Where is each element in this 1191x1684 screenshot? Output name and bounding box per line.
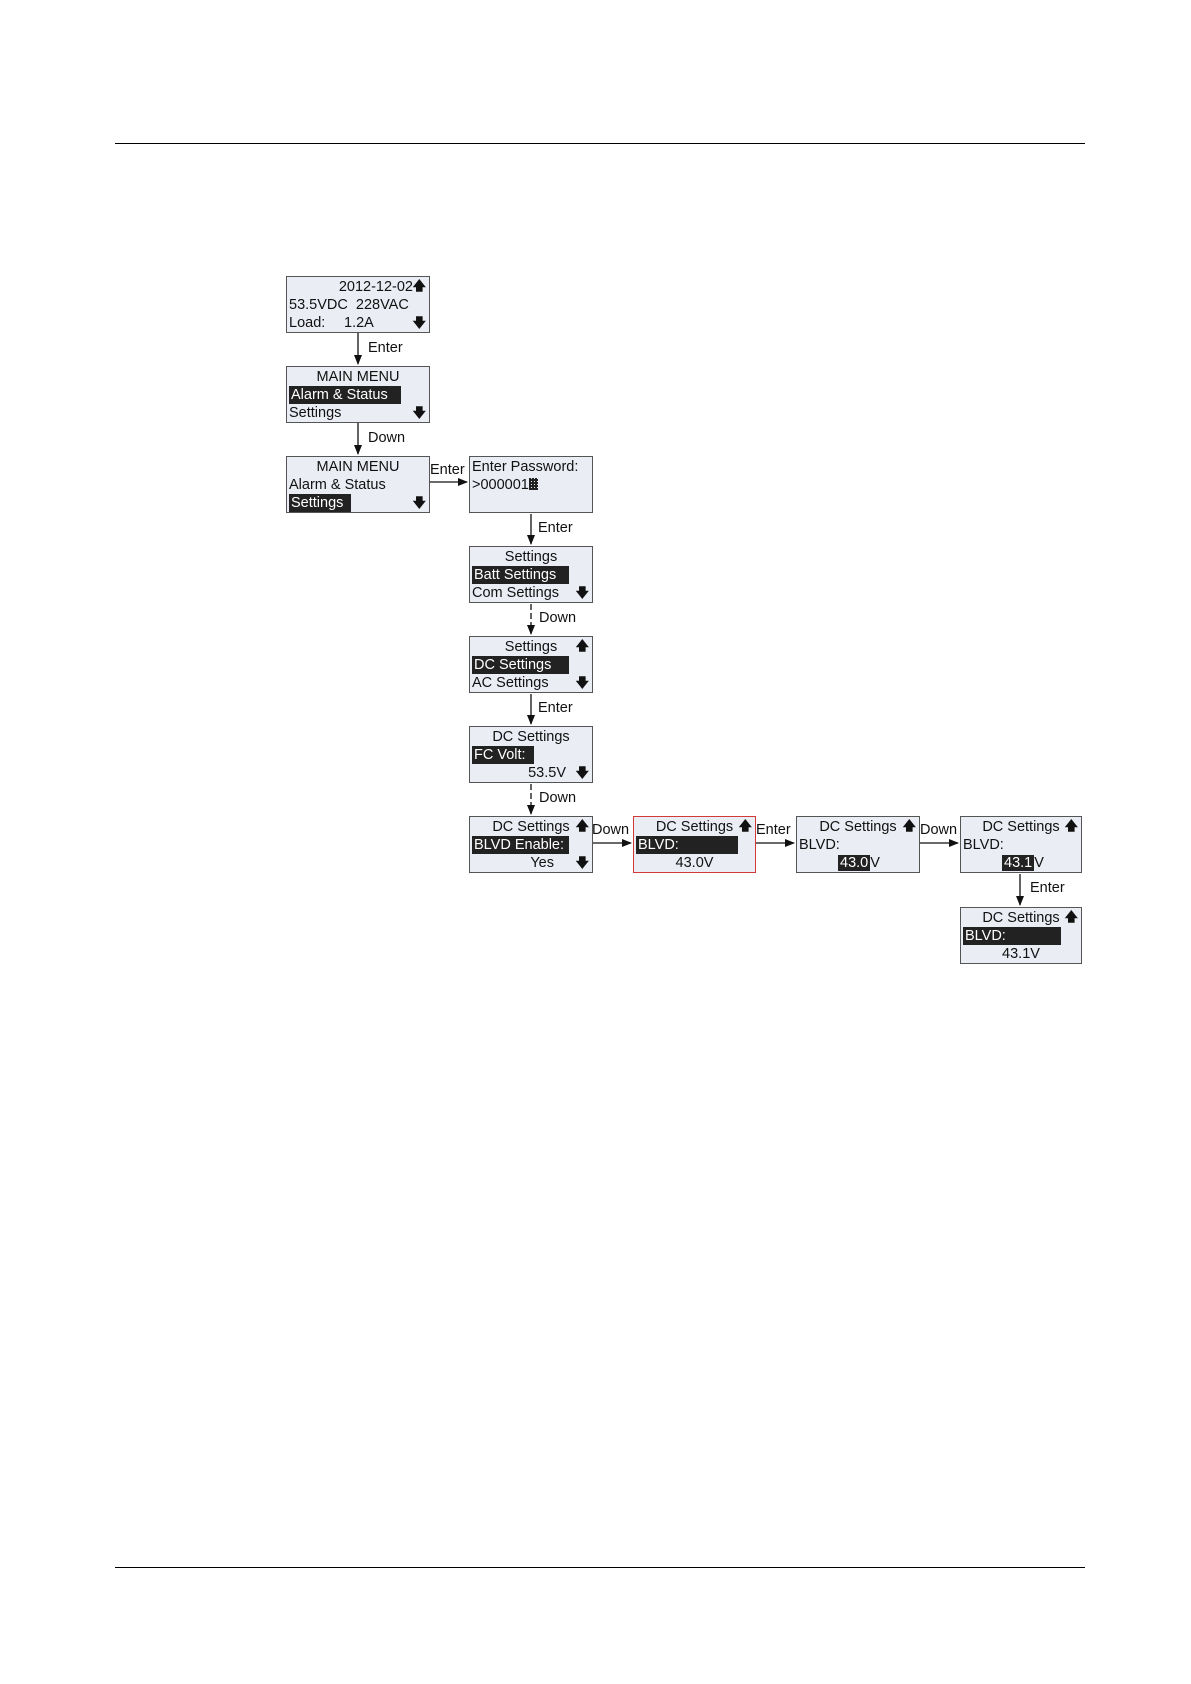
- param-fc-volt-value: 53.5V: [528, 765, 566, 781]
- up-arrow-icon: 🡅: [738, 818, 752, 833]
- menu-item-settings[interactable]: Settings: [289, 405, 342, 421]
- transition-label: Enter: [368, 340, 403, 356]
- transition-label: Enter: [756, 822, 791, 838]
- down-arrow-icon: 🡇: [575, 585, 589, 600]
- down-arrow-icon: 🡇: [575, 765, 589, 780]
- settings-title: Settings: [504, 549, 558, 565]
- menu-item-ac-settings[interactable]: AC Settings: [472, 675, 549, 691]
- home-date: 2012-12-02: [338, 279, 413, 295]
- menu-item-dc-settings[interactable]: DC Settings: [472, 656, 569, 674]
- home-load-label: Load:: [289, 315, 326, 331]
- menu-item-row: DC Settings: [472, 656, 569, 674]
- block-cursor-icon: [528, 478, 538, 490]
- header-rule: [115, 143, 1085, 144]
- dc-title: DC Settings: [982, 819, 1060, 835]
- lcd-home-screen: 2012-12-02 🡅 53.5VDC 228VAC Load: 1.2A 🡇: [286, 276, 430, 333]
- param-blvd-enable-value: Yes: [530, 855, 554, 871]
- dc-title: DC Settings: [819, 819, 897, 835]
- lcd-password-screen: Enter Password: >000001: [469, 456, 593, 513]
- transition-label: Down: [592, 822, 630, 838]
- param-blvd-value: 43.1V: [1002, 946, 1040, 962]
- password-title: Enter Password:: [472, 459, 579, 475]
- up-arrow-icon: 🡅: [575, 818, 589, 833]
- menu-item-batt-settings[interactable]: Batt Settings: [472, 566, 569, 584]
- up-arrow-icon: 🡅: [1064, 909, 1078, 924]
- down-arrow-icon: 🡇: [575, 675, 589, 690]
- param-blvd-edit-value[interactable]: 43.0: [838, 855, 871, 871]
- menu-item-com-settings[interactable]: Com Settings: [472, 585, 560, 601]
- menu-item-row: BLVD:: [636, 836, 738, 854]
- transition-label: Down: [368, 430, 406, 446]
- home-load-value: 1.2A: [344, 315, 374, 331]
- param-blvd-value: 43.0V: [675, 855, 714, 871]
- transition-label: Enter: [538, 700, 573, 716]
- password-value[interactable]: >000001: [472, 477, 529, 493]
- param-blvd-unit: V: [870, 855, 880, 871]
- param-blvd-label: BLVD:: [799, 837, 840, 853]
- dc-title: DC Settings: [492, 729, 570, 745]
- transition-label: Enter: [538, 520, 573, 536]
- down-arrow-icon: 🡇: [412, 495, 426, 510]
- menu-title: MAIN MENU: [316, 459, 400, 475]
- up-arrow-icon: 🡅: [902, 818, 916, 833]
- param-blvd-label: BLVD:: [963, 837, 1004, 853]
- lcd-dc-settings-blvd-enable: DC Settings 🡅 BLVD Enable: Yes 🡇: [469, 816, 593, 873]
- dc-title: DC Settings: [492, 819, 570, 835]
- param-blvd-label[interactable]: BLVD:: [636, 836, 738, 854]
- param-blvd-unit: V: [1034, 855, 1044, 871]
- menu-item-settings[interactable]: Settings: [289, 494, 351, 512]
- menu-item-row: Alarm & Status: [289, 386, 401, 404]
- transition-label: Down: [539, 790, 577, 806]
- transition-label: Down: [920, 822, 958, 838]
- lcd-settings-1: Settings Batt Settings Com Settings 🡇: [469, 546, 593, 603]
- home-voltage: 53.5VDC 228VAC: [289, 297, 409, 313]
- param-blvd-enable-label[interactable]: BLVD Enable:: [472, 836, 569, 854]
- menu-item-row: Settings: [289, 494, 351, 512]
- down-arrow-icon: 🡇: [575, 855, 589, 870]
- dc-title: DC Settings: [982, 910, 1060, 926]
- param-blvd-edit-value[interactable]: 43.1: [1002, 855, 1035, 871]
- password-row: >000001: [472, 476, 538, 494]
- down-arrow-icon: 🡇: [412, 315, 426, 330]
- settings-title: Settings: [504, 639, 558, 655]
- dc-title: DC Settings: [655, 819, 734, 835]
- param-blvd-label[interactable]: BLVD:: [963, 927, 1061, 945]
- transition-label: Enter: [430, 462, 465, 478]
- up-arrow-icon: 🡅: [1064, 818, 1078, 833]
- transition-label: Down: [539, 610, 577, 626]
- down-arrow-icon: 🡇: [412, 405, 426, 420]
- footer-rule: [115, 1567, 1085, 1568]
- param-fc-volt-label[interactable]: FC Volt:: [472, 746, 534, 764]
- lcd-dc-settings-blvd-4: DC Settings 🡅 BLVD: 43.1V: [960, 907, 1082, 964]
- up-arrow-icon: 🡅: [412, 278, 426, 293]
- menu-item-row: BLVD Enable:: [472, 836, 569, 854]
- menu-item-row: FC Volt:: [472, 746, 534, 764]
- menu-item-alarm-status[interactable]: Alarm & Status: [289, 477, 386, 493]
- lcd-main-menu-2: MAIN MENU Alarm & Status Settings 🡇: [286, 456, 430, 513]
- lcd-dc-settings-blvd-1: DC Settings 🡅 BLVD: 43.0V: [633, 816, 756, 873]
- lcd-main-menu-1: MAIN MENU Alarm & Status Settings 🡇: [286, 366, 430, 423]
- transition-label: Enter: [1030, 880, 1065, 896]
- menu-title: MAIN MENU: [316, 369, 400, 385]
- menu-item-row: Batt Settings: [472, 566, 569, 584]
- up-arrow-icon: 🡅: [575, 638, 589, 653]
- menu-item-row: BLVD:: [963, 927, 1061, 945]
- menu-item-alarm-status[interactable]: Alarm & Status: [289, 386, 401, 404]
- lcd-settings-2: Settings 🡅 DC Settings AC Settings 🡇: [469, 636, 593, 693]
- lcd-dc-settings-fc-volt: DC Settings FC Volt: 53.5V 🡇: [469, 726, 593, 783]
